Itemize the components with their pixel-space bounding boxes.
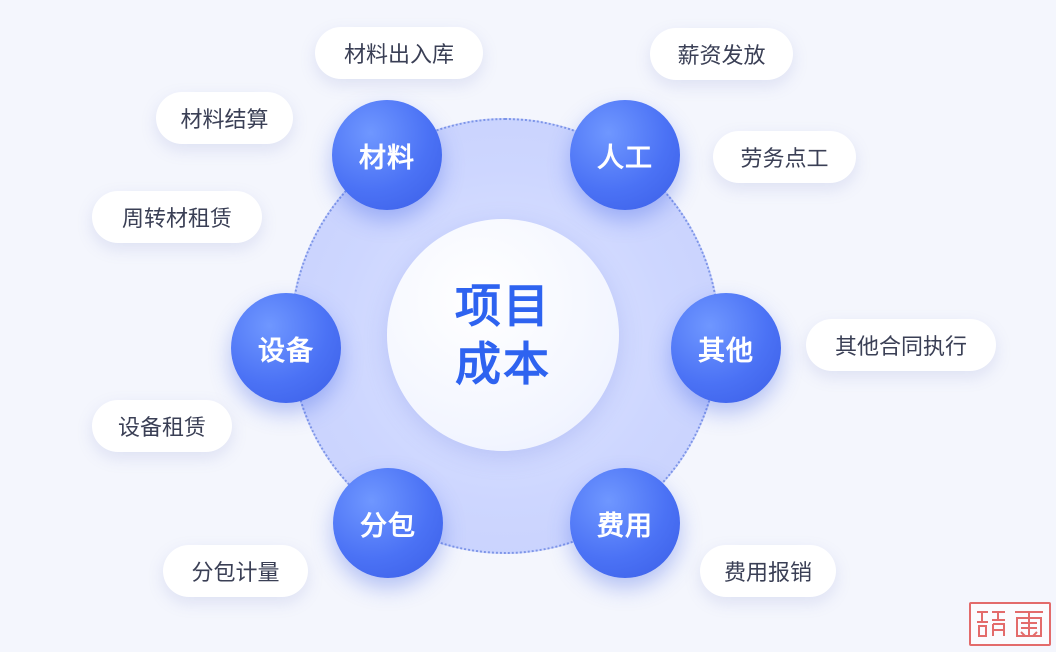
tag-material-in-out: 材料出入库 xyxy=(315,27,483,79)
node-other: 其他 xyxy=(671,293,781,403)
tag-subcontract-measure: 分包计量 xyxy=(163,545,308,597)
center-title-line1: 项目 xyxy=(455,279,551,333)
tag-expense-reimburse: 费用报销 xyxy=(700,545,836,597)
node-material: 材料 xyxy=(332,100,442,210)
seal-glyph-right-icon xyxy=(1015,611,1043,637)
tag-salary: 薪资发放 xyxy=(650,28,793,80)
tag-labor-piecework: 劳务点工 xyxy=(713,131,856,183)
node-labor: 人工 xyxy=(570,100,680,210)
node-expense: 费用 xyxy=(570,468,680,578)
node-equipment: 设备 xyxy=(231,293,341,403)
center-hub: 项目 成本 xyxy=(387,219,619,451)
seal-watermark-icon xyxy=(969,602,1051,646)
node-subcontract: 分包 xyxy=(333,468,443,578)
tag-turnover-rental: 周转材租赁 xyxy=(92,191,262,243)
seal-glyph-left-icon xyxy=(977,611,1005,637)
tag-other-contract: 其他合同执行 xyxy=(806,319,996,371)
tag-equipment-rental: 设备租赁 xyxy=(92,400,232,452)
center-title-line2: 成本 xyxy=(455,337,551,391)
tag-material-settlement: 材料结算 xyxy=(156,92,293,144)
